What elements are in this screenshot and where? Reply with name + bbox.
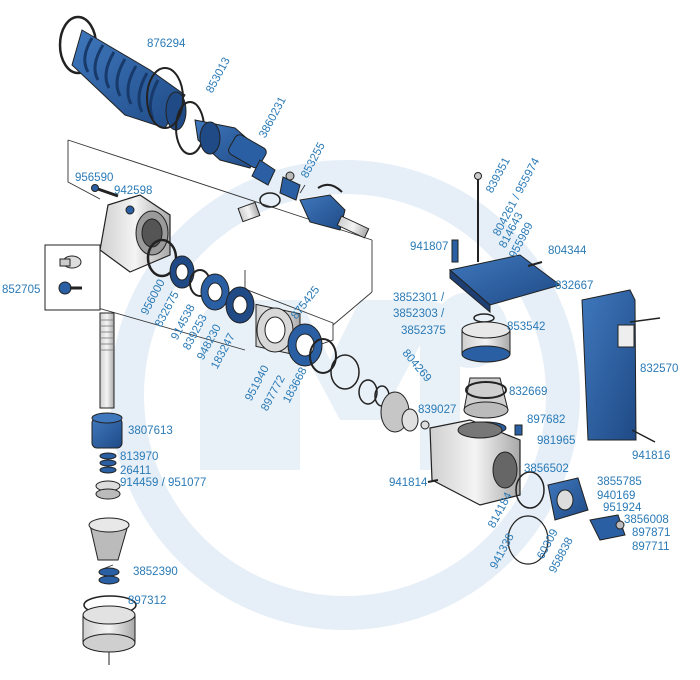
yoke-shaft-part bbox=[299, 183, 370, 239]
label-3852301: 3852301 / bbox=[393, 292, 445, 304]
universal-joint-part bbox=[194, 119, 276, 186]
label-942598: 942598 bbox=[114, 185, 153, 197]
label-3807613: 3807613 bbox=[128, 425, 173, 437]
label-26411: 26411 bbox=[120, 465, 152, 477]
label-897871: 897871 bbox=[632, 527, 671, 539]
label-941816: 941816 bbox=[632, 450, 671, 462]
label-897711: 897711 bbox=[632, 541, 670, 553]
pinion-bearing-part bbox=[91, 412, 123, 449]
side-cover-plate-part bbox=[581, 289, 661, 443]
label-852705: 852705 bbox=[2, 284, 41, 296]
top-cover-part bbox=[448, 172, 562, 314]
o-ring-small bbox=[358, 379, 378, 405]
label-3855785: 3855785 bbox=[597, 476, 642, 488]
label-981965: 981965 bbox=[537, 435, 576, 447]
bevel-gear-part bbox=[380, 391, 430, 433]
bearing-stack-part bbox=[146, 238, 255, 324]
label-804344: 804344 bbox=[548, 245, 587, 257]
label-897682: 897682 bbox=[527, 414, 566, 426]
bolt-part bbox=[91, 184, 119, 198]
lower-bearing-part bbox=[82, 595, 137, 665]
clamp-ring bbox=[146, 67, 184, 129]
label-956590: 956590 bbox=[75, 172, 114, 184]
gear-housing-part bbox=[427, 419, 523, 506]
label-3852303: 3852303 / bbox=[393, 308, 445, 320]
label-876294: 876294 bbox=[147, 38, 186, 50]
label-940169: 940169 bbox=[597, 490, 636, 502]
label-914459-951077: 914459 / 951077 bbox=[120, 477, 207, 489]
vertical-drive-shaft-part bbox=[99, 312, 115, 409]
pinion-gear-part bbox=[88, 517, 130, 585]
label-951924: 951924 bbox=[603, 502, 642, 514]
label-3856008: 3856008 bbox=[624, 514, 669, 526]
label-3852390: 3852390 bbox=[133, 566, 178, 578]
o-ring bbox=[330, 354, 360, 390]
label-853542: 853542 bbox=[507, 321, 546, 333]
label-3856502: 3856502 bbox=[524, 463, 569, 475]
inset-box bbox=[44, 244, 101, 311]
label-839027: 839027 bbox=[418, 404, 457, 416]
label-832669: 832669 bbox=[509, 386, 548, 398]
gimbal-housing-part bbox=[99, 194, 171, 273]
label-897312: 897312 bbox=[128, 595, 167, 607]
label-813970: 813970 bbox=[120, 451, 159, 463]
label-941814: 941814 bbox=[389, 477, 428, 489]
roller-bearing-part bbox=[255, 303, 337, 374]
label-3852375: 3852375 bbox=[401, 325, 446, 337]
bellows-boot-part bbox=[58, 15, 187, 131]
upper-bearing-part bbox=[461, 313, 511, 363]
label-941807: 941807 bbox=[410, 241, 449, 253]
side-flange-part bbox=[507, 471, 626, 565]
cross-bearing-part bbox=[237, 171, 301, 223]
label-832667: 832667 bbox=[555, 280, 594, 292]
shim-stack-part bbox=[95, 452, 121, 500]
label-832570: 832570 bbox=[640, 363, 679, 375]
